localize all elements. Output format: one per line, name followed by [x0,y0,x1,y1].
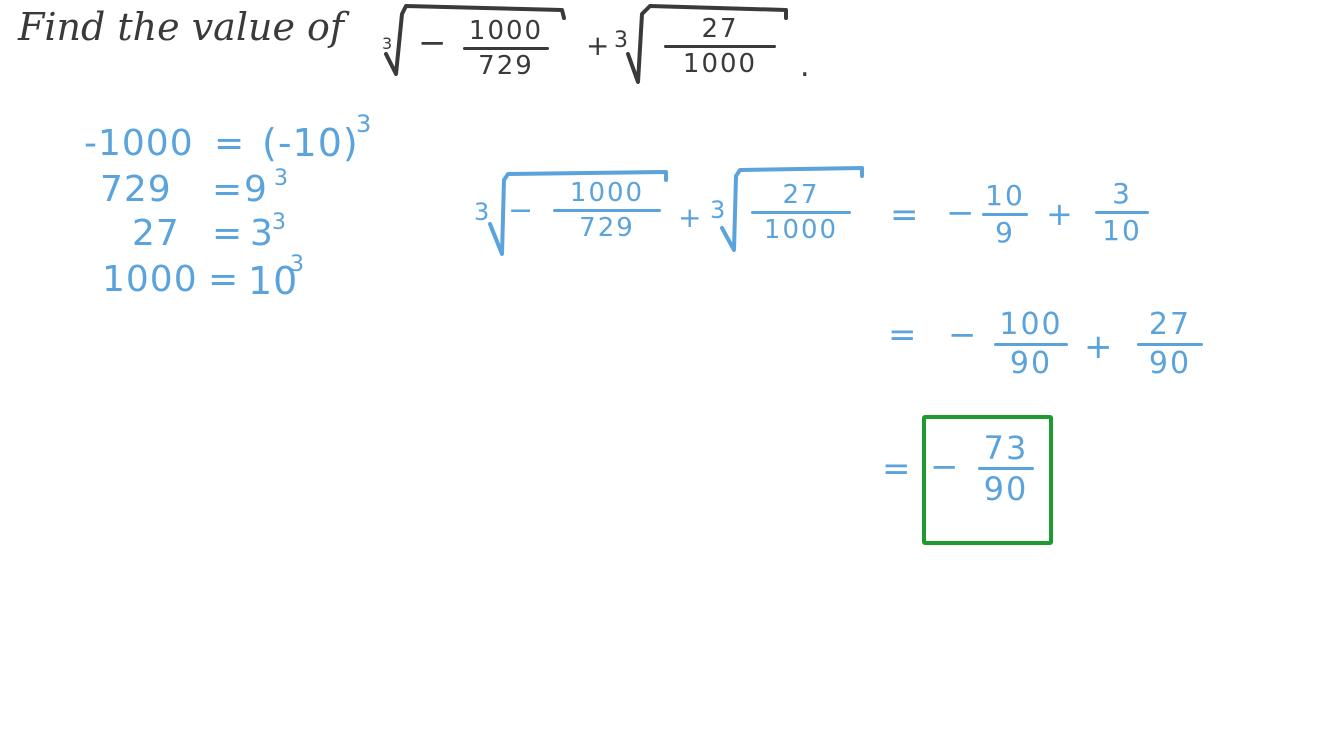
fact-base: 10 [248,259,299,303]
fact-lhs: 27 [132,213,180,254]
plus-sign: + [586,29,611,62]
denominator: 1000 [682,49,758,79]
fact-lhs: 729 [100,169,172,210]
denominator: 729 [478,51,534,81]
fraction-bar [751,211,851,214]
minus-sign: − [948,315,978,355]
plus-sign: + [678,201,703,234]
numerator: 73 [983,429,1029,467]
fact-exponent: 3 [272,210,286,235]
fact-exponent: 3 [274,166,288,191]
fraction-1000-729: 1000 729 [462,18,550,79]
numerator: 27 [1148,307,1192,342]
root-index: 3 [614,28,629,53]
numerator: 100 [999,307,1063,342]
plus-sign: + [1046,195,1074,233]
fraction-bar [664,45,776,48]
equals-sign: = [882,449,912,489]
minus-sign: − [946,193,976,233]
denominator: 90 [983,470,1029,508]
fraction-27-1000: 27 1000 [662,16,778,77]
root-index: 3 [710,196,727,224]
fraction-10-9: 10 9 [980,182,1030,247]
fraction-bar [463,47,549,50]
fraction-bar [982,213,1028,216]
fact-exponent: 3 [356,110,372,138]
fact-lhs: 1000 [102,259,198,300]
fact-base: (-10) [262,121,359,165]
period: . [800,49,811,84]
fact-base: 9 [244,169,268,210]
numerator: 1000 [569,178,645,208]
question-prompt: Find the value of [18,5,344,49]
denominator: 729 [579,213,635,243]
fact-eq: = [212,213,244,254]
denominator: 10 [1102,214,1142,247]
denominator: 1000 [763,215,839,245]
numerator: 27 [701,14,739,44]
fraction-27-1000: 27 1000 [750,182,852,243]
fact-eq: = [208,259,240,300]
fact-exponent: 3 [290,252,304,277]
denominator: 9 [995,216,1015,249]
fraction-bar [1137,343,1203,346]
numerator: 1000 [468,16,544,46]
minus-sign: − [930,447,960,487]
numerator: 3 [1112,177,1132,210]
fraction-73-90: 73 90 [976,432,1036,505]
fact-eq: = [212,169,244,210]
fact-lhs: -1000 [84,123,194,164]
fraction-100-90: 100 90 [992,310,1070,379]
fraction-bar [978,467,1034,470]
fraction-27-90: 27 90 [1136,310,1204,379]
minus-sign: − [508,193,535,228]
equals-sign: = [888,315,918,355]
fact-eq: = [214,123,246,164]
fraction-3-10: 3 10 [1094,180,1150,245]
fact-base: 3 [250,213,274,254]
fraction-1000-729: 1000 729 [552,180,662,241]
answer-box [922,415,1053,545]
denominator: 90 [1148,346,1192,381]
numerator: 27 [782,180,820,210]
root-index: 3 [382,34,394,53]
minus-sign: − [418,23,448,63]
fraction-bar [1095,211,1149,214]
plus-sign: + [1084,327,1114,367]
root-index: 3 [474,198,491,226]
fraction-bar [553,209,661,212]
equals-sign: = [890,195,920,235]
numerator: 10 [985,179,1025,212]
denominator: 90 [1009,346,1053,381]
fraction-bar [994,343,1068,346]
